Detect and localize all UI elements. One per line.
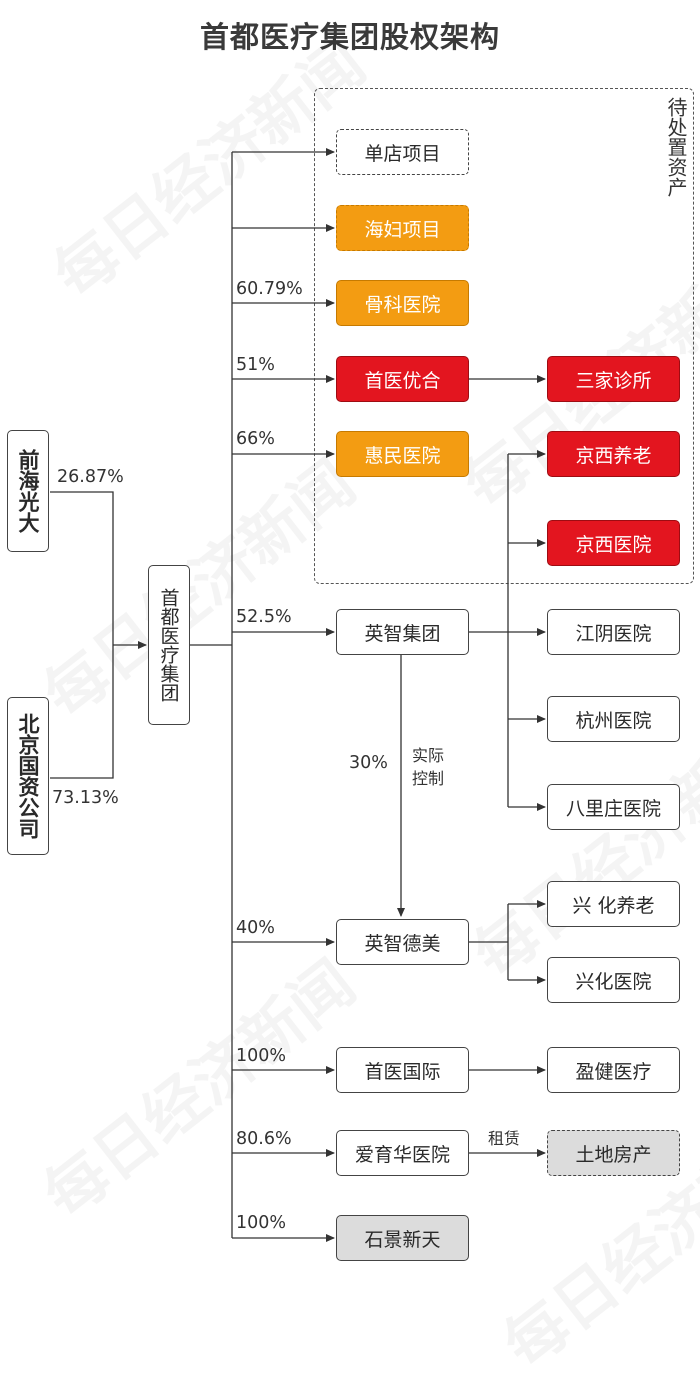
subsidiary-box[interactable]: 海妇项目 <box>336 205 469 251</box>
connector-lines <box>50 148 546 1242</box>
lease-label: 租赁 <box>488 1129 521 1148</box>
pending-assets-label: 待处置资产 <box>664 97 688 197</box>
branch-percent: 100% <box>236 1213 287 1233</box>
shareholder-beijing-box[interactable]: 北京国资公司 <box>7 697 49 855</box>
branch-percent: 52.5% <box>236 607 292 627</box>
shareholder-name: 前海光大 <box>16 449 40 533</box>
subsidiary-box[interactable]: 骨科医院 <box>336 280 469 326</box>
yingjian-medical-box[interactable]: 盈健医疗 <box>547 1047 680 1093</box>
jingxi-hospital-box[interactable]: 京西医院 <box>547 520 680 566</box>
shareholder-percent: 73.13% <box>52 788 119 808</box>
branch-percent: 51% <box>236 355 275 375</box>
hangzhou-hospital-box[interactable]: 杭州医院 <box>547 696 680 742</box>
shareholder-name: 北京国资公司 <box>16 713 40 839</box>
branch-percent: 66% <box>236 429 275 449</box>
subsidiary-box[interactable]: 石景新天 <box>336 1215 469 1261</box>
subsidiary-box[interactable]: 首医优合 <box>336 356 469 402</box>
shareholder-connector <box>50 491 114 779</box>
page-title: 首都医疗集团股权架构 <box>199 20 500 54</box>
subsidiary-box[interactable]: 爱育华医院 <box>336 1130 469 1176</box>
subsidiary-box[interactable]: 英智集团 <box>336 609 469 655</box>
sanjia-clinic-box[interactable]: 三家诊所 <box>547 356 680 402</box>
jiangyin-hospital-box[interactable]: 江阴医院 <box>547 609 680 655</box>
xinghua-elder-box[interactable]: 兴 化养老 <box>547 881 680 927</box>
branch-percent: 100% <box>236 1046 287 1066</box>
group-name: 首都医疗集团 <box>157 588 180 702</box>
branch-percent: 60.79% <box>236 279 303 299</box>
shareholder-percent: 26.87% <box>57 467 124 487</box>
subsidiary-box[interactable]: 首医国际 <box>336 1047 469 1093</box>
branch-percent: 80.6% <box>236 1129 292 1149</box>
subsidiary-box[interactable]: 英智德美 <box>336 919 469 965</box>
pending-assets-region <box>314 88 694 584</box>
control-note-line1: 实际 <box>412 746 445 765</box>
control-note-line2: 控制 <box>412 769 445 788</box>
subsidiary-box[interactable]: 单店项目 <box>336 129 469 175</box>
land-property-box[interactable]: 土地房产 <box>547 1130 680 1176</box>
control-percent: 30% <box>349 753 388 773</box>
subsidiary-box[interactable]: 惠民医院 <box>336 431 469 477</box>
group-box[interactable]: 首都医疗集团 <box>148 565 190 725</box>
branch-percent: 40% <box>236 918 275 938</box>
jingxi-elder-box[interactable]: 京西养老 <box>547 431 680 477</box>
shareholder-qianhai-box[interactable]: 前海光大 <box>7 430 49 552</box>
xinghua-hospital-box[interactable]: 兴化医院 <box>547 957 680 1003</box>
balizhuang-hospital-box[interactable]: 八里庄医院 <box>547 784 680 830</box>
